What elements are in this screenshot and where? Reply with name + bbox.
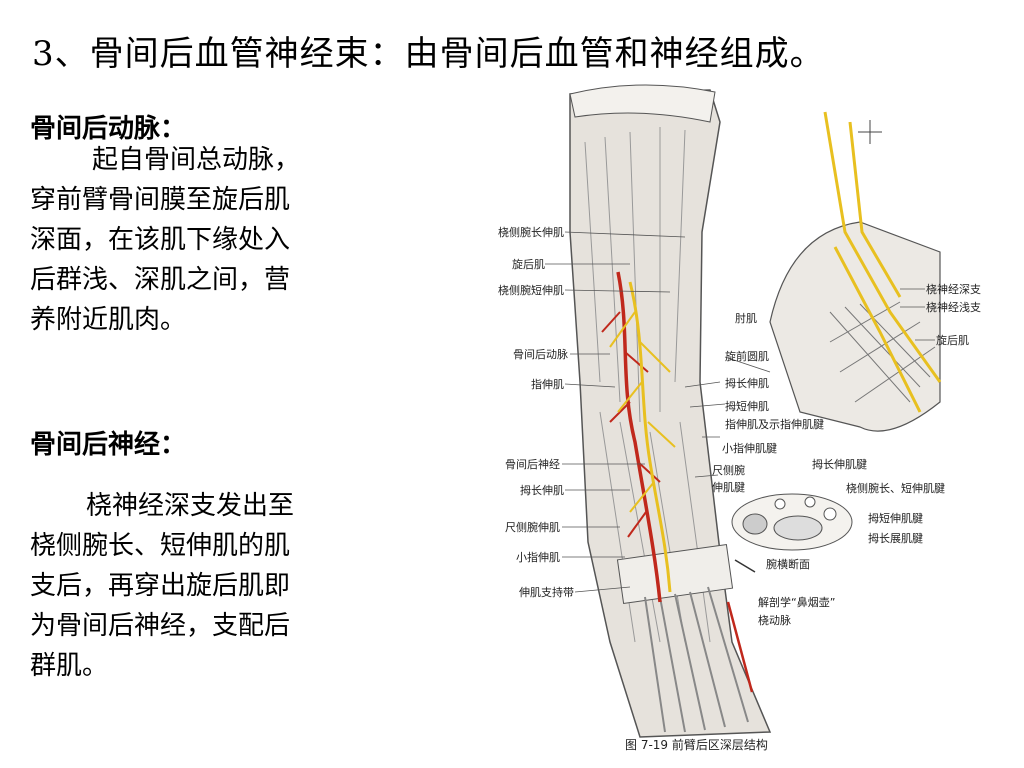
- nerve-branches: [609, 311, 676, 513]
- artery-line: 穿前臂骨间膜至旋后肌: [30, 185, 291, 215]
- label-ecr-tendons: 桡侧腕长、短伸肌腱: [846, 481, 945, 495]
- posterior-interosseous-artery: [616, 271, 662, 603]
- label-pi-artery: 骨间后动脉: [513, 347, 568, 361]
- label-pi-nerve: 骨间后神经: [505, 457, 560, 471]
- nerve-line: 桡侧腕长、短伸肌的肌: [30, 531, 291, 561]
- section-heading-artery: 骨间后动脉：: [30, 114, 187, 144]
- artery-line: 后群浅、深肌之间，营: [30, 265, 291, 295]
- label-epb-tendon: 拇短伸肌腱: [868, 511, 923, 525]
- label-supinator: 旋后肌: [512, 257, 545, 271]
- artery-line: 深面，在该肌下缘处入: [30, 225, 291, 255]
- label-pronator-teres: 旋前圆肌: [725, 349, 769, 363]
- label-anconeus: 肘肌: [735, 311, 757, 325]
- nerve-line: 支后，再穿出旋后肌即: [30, 571, 291, 601]
- slide-title: 3、骨间后血管神经束：由骨间后血管和神经组成。: [32, 34, 825, 74]
- label-ecu: 尺侧腕伸肌: [505, 520, 560, 534]
- tendons: [644, 586, 749, 733]
- label-radial-deep: 桡神经深支: [926, 282, 981, 296]
- label-epl-tendon: 拇长伸肌腱: [812, 457, 867, 471]
- label-ecrb: 桡侧腕短伸肌: [498, 283, 564, 297]
- label-wrist-section: 腕横断面: [766, 557, 810, 571]
- olecranon-top: [569, 84, 716, 123]
- section-arrow: [734, 559, 756, 573]
- label-radial-artery: 桡动脉: [758, 613, 791, 627]
- paragraph-artery: 起自骨间总动脉， 穿前臂骨间膜至旋后肌 深面，在该肌下缘处入 后群浅、深肌之间，…: [30, 140, 375, 340]
- nerve-line: 为骨间后神经，支配后: [30, 611, 291, 641]
- forearm-anatomy-figure: 桡侧腕长伸肌 旋后肌 桡侧腕短伸肌 骨间后动脉 指伸肌 骨间后神经 拇长伸肌 尺…: [498, 84, 981, 752]
- artery-line: 养附近肌肉。: [30, 305, 187, 335]
- nerve-line: 桡神经深支发出至: [86, 491, 295, 521]
- extensor-retinaculum: [616, 543, 734, 605]
- label-ed-tendons: 指伸肌及示指伸肌腱: [725, 417, 824, 431]
- radial-artery: [726, 601, 754, 693]
- label-edm: 小指伸肌: [516, 550, 560, 564]
- label-apl-tendon: 拇长展肌腱: [868, 531, 923, 545]
- label-snuffbox: 解剖学“鼻烟壶”: [758, 595, 835, 609]
- label-epb: 拇短伸肌: [725, 399, 769, 413]
- label-ecu-mid-2: 伸肌腱: [712, 481, 745, 494]
- label-retinaculum: 伸肌支持带: [519, 585, 574, 599]
- elbow-inset: [769, 221, 941, 432]
- posterior-interosseous-nerve: [628, 281, 672, 593]
- figure-caption: 图 7-19 前臂后区深层结构: [625, 737, 768, 752]
- label-ed: 指伸肌: [531, 377, 564, 391]
- paragraph-nerve: 桡神经深支发出至 桡侧腕长、短伸肌的肌 支后，再穿出旋后肌即 为骨间后神经，支配…: [30, 486, 375, 686]
- crosshair-mark: [858, 120, 882, 144]
- label-ecu-mid-1: 尺侧腕: [712, 463, 745, 477]
- artery-branches: [601, 311, 661, 538]
- label-epl-mid: 拇长伸肌: [725, 376, 769, 390]
- artery-line: 起自骨间总动脉，: [92, 145, 301, 175]
- label-edm-tendon: 小指伸肌腱: [722, 441, 777, 455]
- label-epl: 拇长伸肌: [520, 483, 564, 497]
- leader-lines: [545, 231, 935, 593]
- section-heading-nerve: 骨间后神经：: [30, 430, 187, 460]
- supinator-mesh: [829, 301, 936, 403]
- radial-nerve-inset: [823, 111, 942, 413]
- label-radial-superficial: 桡神经浅支: [926, 300, 981, 314]
- label-supinator-inset: 旋后肌: [936, 333, 969, 347]
- nerve-line: 群肌。: [30, 651, 109, 681]
- label-ecrl: 桡侧腕长伸肌: [498, 225, 564, 239]
